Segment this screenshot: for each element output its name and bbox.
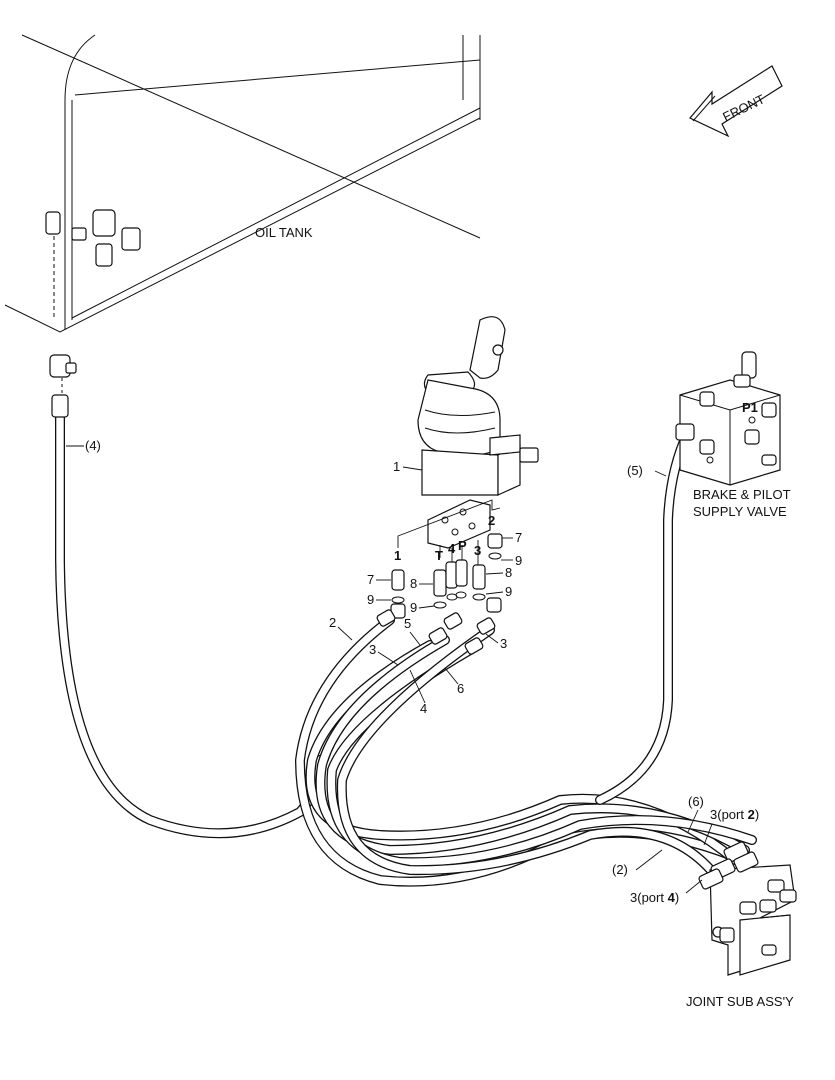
brake-valve-label-line2: SUPPLY VALVE — [693, 504, 787, 519]
callout-3a: 3 — [369, 642, 376, 657]
port-marker-3: 3 — [474, 543, 481, 558]
port-markers: 1 T 4 P 3 2 — [394, 513, 495, 563]
port2-ref-open: (port — [717, 807, 747, 822]
callout-5: 5 — [404, 616, 411, 631]
callout-8a: 8 — [410, 576, 417, 591]
callout-8b: 8 — [505, 565, 512, 580]
port4-ref-label: 3(port 4) — [630, 890, 679, 905]
callout-9b: 9 — [410, 600, 417, 615]
ref-2-label: (2) — [612, 862, 628, 877]
port2-ref-label: 3(port 2) — [710, 807, 759, 822]
hose-4-fitting — [51, 394, 69, 418]
port2-ref-num: 3 — [710, 807, 717, 822]
callout-1: 1 — [393, 459, 400, 474]
port-marker-2: 2 — [488, 513, 495, 528]
callout-3b: 3 — [500, 636, 507, 651]
valve-base-plate — [397, 499, 501, 565]
hose-callouts: 2 5 3 3 6 4 — [329, 615, 507, 716]
callout-4: 4 — [420, 701, 427, 716]
brake-valve-label-line1: BRAKE & PILOT — [693, 487, 791, 502]
callout-9d: 9 — [505, 584, 512, 599]
port-marker-t: T — [435, 548, 443, 563]
port2-ref-close: ) — [755, 807, 759, 822]
port4-ref-close: ) — [675, 890, 679, 905]
joint-reference-callouts: (6) 3(port 2) (2) 3(port 4) — [612, 794, 759, 905]
oil-tank-label: OIL TANK — [255, 225, 313, 240]
callout-2: 2 — [329, 615, 336, 630]
joint-sub-assy: JOINT SUB ASS'Y — [686, 841, 797, 1009]
port4-ref-bold: 4 — [668, 890, 676, 905]
hose-4: (4) — [49, 354, 325, 839]
ref-4-label: (4) — [85, 438, 101, 453]
port-fittings — [376, 533, 503, 655]
pilot-hose-bundle — [295, 615, 757, 887]
brake-pilot-supply-valve: P1 BRAKE & PILOT SUPPLY VALVE — [675, 351, 791, 519]
ref-6-label: (6) — [688, 794, 704, 809]
joint-sub-assy-label: JOINT SUB ASS'Y — [686, 994, 794, 1009]
pilot-valve-joystick: 1 — [393, 316, 539, 496]
callout-9a: 9 — [367, 592, 374, 607]
callout-6: 6 — [457, 681, 464, 696]
callout-7b: 7 — [515, 530, 522, 545]
port4-ref-num: 3 — [630, 890, 637, 905]
port4-ref-open: (port — [637, 890, 667, 905]
port-marker-p: P — [458, 538, 467, 553]
callout-7a: 7 — [367, 572, 374, 587]
hose-5: (5) — [595, 427, 693, 805]
front-arrow: FRONT — [689, 65, 783, 138]
port-marker-4: 4 — [448, 541, 456, 556]
port2-ref-bold: 2 — [748, 807, 755, 822]
fitting-callouts: 7 9 8 9 7 9 8 9 — [367, 530, 522, 615]
tank-plugs — [45, 209, 141, 318]
oil-tank: OIL TANK — [4, 34, 481, 333]
callout-9c: 9 — [515, 553, 522, 568]
port-p1-label: P1 — [742, 400, 758, 415]
ref-5-label: (5) — [627, 463, 643, 478]
port-marker-1: 1 — [394, 548, 401, 563]
